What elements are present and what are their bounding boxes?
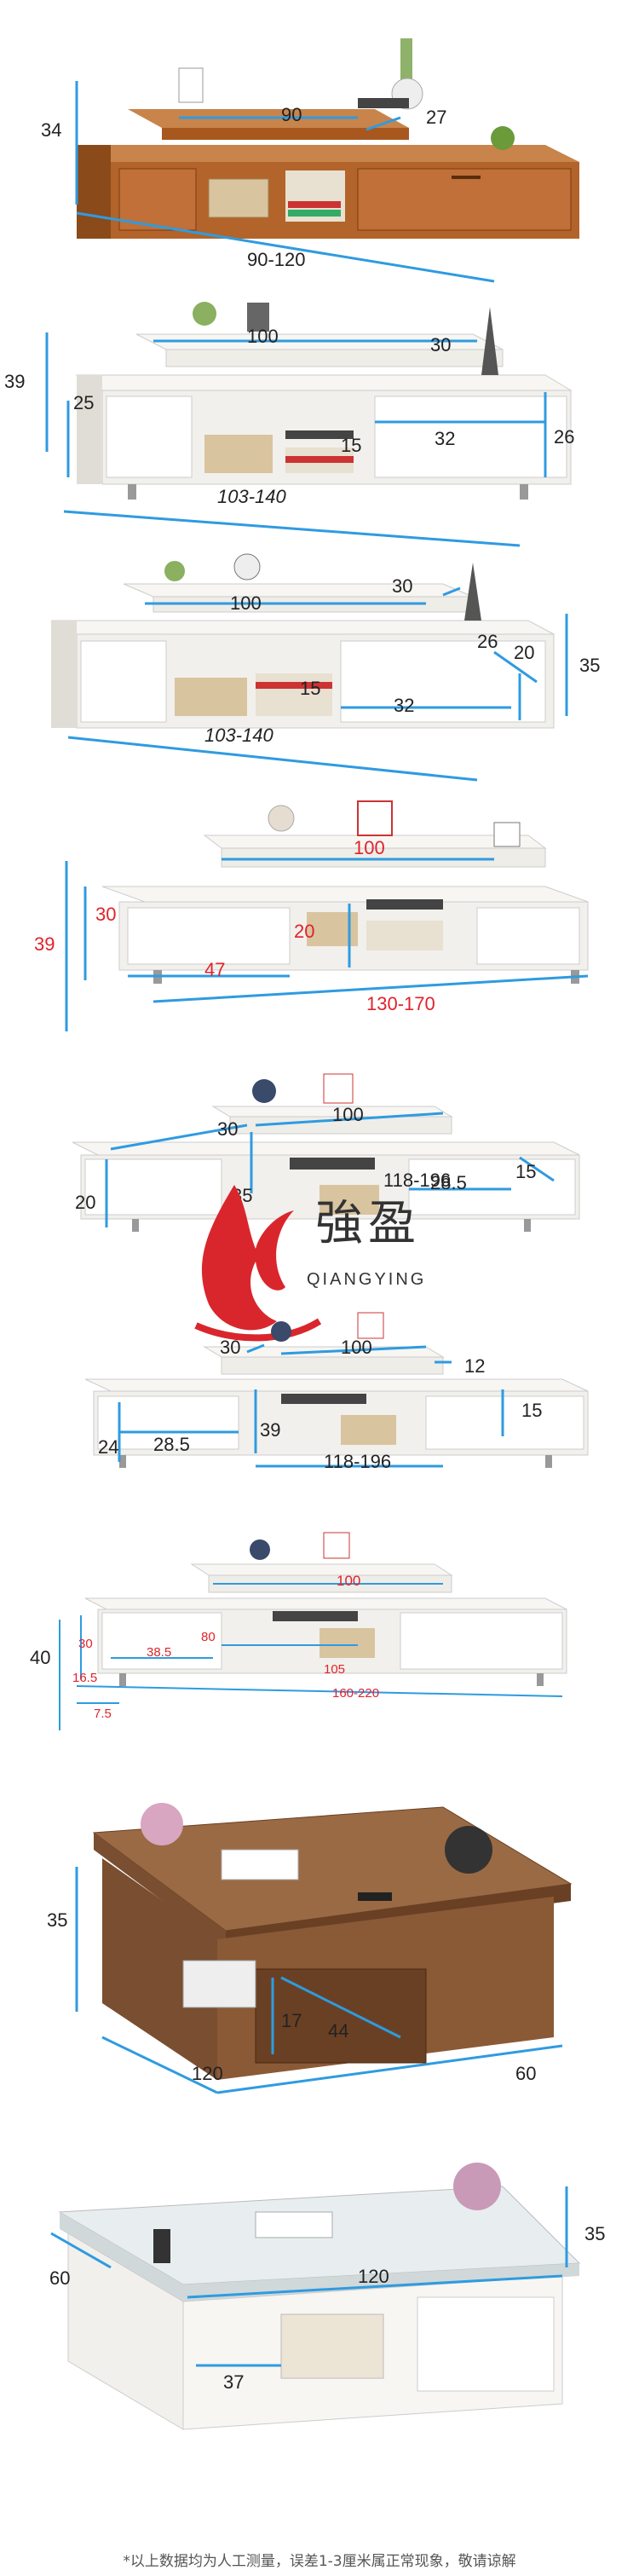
white-tv-stand-4-illustration bbox=[72, 1073, 580, 1232]
length-label: 118-196 bbox=[324, 1451, 392, 1472]
brand-name-en: QIANGYING bbox=[307, 1270, 427, 1289]
length-label: 120 bbox=[192, 2063, 223, 2084]
leg-height-label: 7.5 bbox=[94, 1707, 112, 1721]
drawer-height-label: 20 bbox=[514, 642, 535, 663]
top-width-label: 100 bbox=[332, 1104, 364, 1125]
height-label: 35 bbox=[47, 1909, 68, 1931]
side-height-label: 30 bbox=[95, 904, 117, 925]
side-depth-label: 26 bbox=[477, 631, 498, 652]
height-label: 40 bbox=[30, 1647, 51, 1668]
length-label: 120 bbox=[358, 2266, 389, 2287]
brand-flame-logo bbox=[194, 1185, 322, 1342]
panel-white-tv-stand-2: 100 30 15 32 26 35 20 103-140 bbox=[0, 546, 639, 784]
top-width-label: 100 bbox=[354, 837, 385, 858]
shelf-width-label: 80 bbox=[201, 1630, 216, 1644]
drawer-width-label: 44 bbox=[328, 2020, 349, 2042]
shelf-height-label: 15 bbox=[300, 678, 321, 699]
height-label: 39 bbox=[34, 933, 55, 955]
panel-walnut-tv-stand: 34 90 27 90-120 bbox=[0, 0, 639, 283]
shelf-height-label: 39 bbox=[260, 1419, 281, 1441]
depth-label: 30 bbox=[78, 1637, 93, 1651]
drawer-width-label: 47 bbox=[204, 959, 226, 980]
top-width-label: 100 bbox=[247, 326, 279, 347]
top-width-label: 100 bbox=[230, 592, 262, 614]
height-label: 35 bbox=[584, 2223, 606, 2244]
white-tv-stand-1-illustration bbox=[45, 302, 573, 547]
depth-label: 60 bbox=[515, 2063, 537, 2084]
height-label: 39 bbox=[4, 371, 26, 392]
glass-coffee-table-illustration bbox=[50, 2163, 581, 2430]
length-label: 130-170 bbox=[366, 993, 435, 1014]
panel-white-tv-stand-4: 30 100 35 28.5 15 20 118-196 bbox=[0, 1057, 639, 1262]
drawer-width-label: 32 bbox=[394, 695, 415, 716]
top-depth-label: 30 bbox=[392, 575, 413, 597]
white-tv-stand-6-illustration bbox=[59, 1532, 567, 1730]
brand-name-cn: 強盈 bbox=[315, 1196, 421, 1251]
drawer-width-label: 28.5 bbox=[430, 1172, 467, 1193]
top-width-label: 90 bbox=[281, 104, 302, 125]
side-height-label: 15 bbox=[521, 1400, 543, 1421]
shelf-height-label: 15 bbox=[341, 435, 362, 456]
panel-white-tv-stand-1: 39 100 30 25 32 15 26 103-140 bbox=[0, 281, 639, 547]
length-label: 90-120 bbox=[247, 249, 306, 270]
top-width-label: 100 bbox=[337, 1573, 361, 1589]
top-depth-label: 30 bbox=[220, 1337, 241, 1358]
height-label: 35 bbox=[579, 655, 601, 676]
panel-white-tv-stand-6: 40 100 30 38.5 80 16.5 105 7.5 160-220 bbox=[0, 1483, 639, 1756]
depth-label: 60 bbox=[49, 2267, 71, 2289]
walnut-coffee-table-illustration bbox=[75, 1803, 573, 2094]
drawer-height-label: 16.5 bbox=[72, 1671, 98, 1685]
panel-white-tv-stand-3: 39 100 30 47 20 130-170 bbox=[0, 784, 639, 1057]
top-depth-label: 27 bbox=[426, 107, 447, 128]
top-width-label: 100 bbox=[341, 1337, 372, 1358]
length-label: 160-220 bbox=[332, 1686, 380, 1701]
top-depth-label: 30 bbox=[217, 1118, 239, 1140]
top-depth-label: 30 bbox=[430, 334, 452, 355]
white-tv-stand-3-illustration bbox=[65, 800, 589, 1031]
measurement-disclaimer: *以上数据均为人工测量，误差1-3厘米属正常现象，敬请谅解 bbox=[123, 2553, 516, 2570]
length-label: 103-140 bbox=[217, 486, 286, 507]
panel-white-tv-stand-5: 30 100 12 15 28.5 39 24 118-196 bbox=[0, 1262, 639, 1483]
walnut-tv-stand-illustration bbox=[75, 38, 579, 283]
panel-glass-coffee-table: 60 120 35 37 bbox=[0, 2148, 639, 2544]
length-label: 118-196 bbox=[383, 1170, 452, 1191]
shelf-height-label: 20 bbox=[294, 921, 315, 942]
drawer-width-label: 38.5 bbox=[147, 1645, 172, 1660]
drawer-height-label: 17 bbox=[281, 2010, 302, 2031]
white-tv-stand-5-illustration bbox=[84, 1312, 589, 1468]
drawer-width-label: 32 bbox=[435, 428, 456, 449]
white-tv-stand-2-illustration bbox=[50, 553, 568, 782]
side-height-label: 26 bbox=[554, 426, 575, 448]
length-label: 103-140 bbox=[204, 725, 273, 746]
drawer-width-label: 28.5 bbox=[153, 1434, 190, 1455]
height-label: 34 bbox=[41, 119, 62, 141]
side-depth-label: 15 bbox=[515, 1161, 537, 1182]
drawer-height-label: 20 bbox=[75, 1192, 96, 1213]
drawer-height-label: 25 bbox=[73, 392, 95, 413]
panel-walnut-coffee-table: 35 17 44 120 60 bbox=[0, 1756, 639, 2148]
inner-width-label: 105 bbox=[324, 1662, 346, 1677]
drawer-width-label: 37 bbox=[223, 2371, 245, 2393]
height-label: 24 bbox=[98, 1436, 119, 1458]
inner-height-label: 12 bbox=[464, 1355, 486, 1377]
